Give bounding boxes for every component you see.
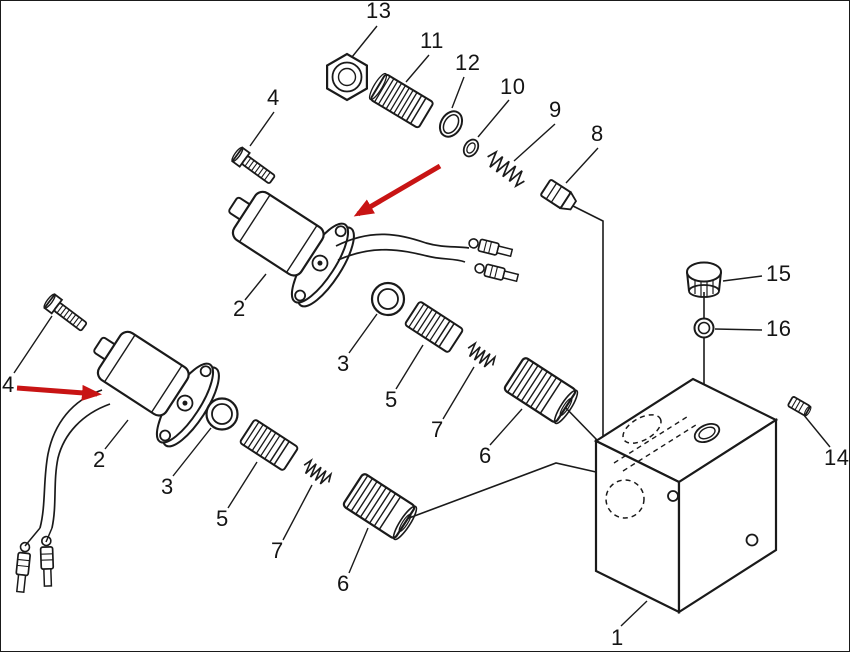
block-threaded-hole bbox=[693, 423, 721, 443]
o-ring-3-lower bbox=[205, 397, 239, 431]
part-label-1: 1 bbox=[611, 625, 624, 650]
connector-terminal-upper-1 bbox=[468, 238, 514, 258]
spring-7-lower bbox=[303, 458, 333, 485]
part-label-12: 12 bbox=[455, 50, 481, 75]
block-side-port bbox=[745, 533, 759, 547]
wire-harness-lower bbox=[15, 389, 111, 594]
part-label-16: 16 bbox=[766, 316, 792, 341]
part-label-11: 11 bbox=[420, 28, 444, 53]
block-hidden-port bbox=[605, 479, 645, 519]
part-label-2-upper: 2 bbox=[233, 296, 246, 321]
part-label-2-lower: 2 bbox=[93, 447, 106, 472]
part-label-14: 14 bbox=[824, 445, 850, 470]
connector-terminal-lower-1 bbox=[15, 541, 31, 594]
o-ring-3-mid bbox=[370, 281, 406, 317]
part-label-7-lower: 7 bbox=[271, 538, 284, 563]
block-hidden-bore bbox=[622, 414, 662, 444]
part-label-4-left: 4 bbox=[2, 372, 15, 397]
red-arrow-lower bbox=[16, 384, 102, 401]
threaded-fitting-11 bbox=[368, 72, 434, 129]
part-label-5-mid: 5 bbox=[385, 387, 398, 412]
plug-5-lower bbox=[239, 419, 299, 471]
bolt-4-upper bbox=[231, 146, 276, 184]
spring-7-mid bbox=[467, 341, 497, 368]
valve-8 bbox=[540, 179, 578, 211]
part-label-7-mid: 7 bbox=[431, 417, 444, 442]
bolt-4-left bbox=[43, 293, 88, 332]
plug-14 bbox=[787, 396, 812, 417]
part-label-9: 9 bbox=[549, 97, 562, 122]
part-label-5-lower: 5 bbox=[216, 506, 229, 531]
valve-block-1 bbox=[593, 377, 779, 615]
part-label-3-mid: 3 bbox=[337, 351, 350, 376]
connector-terminal-lower-2 bbox=[39, 535, 55, 587]
washer-10 bbox=[462, 138, 480, 158]
part-label-6-mid: 6 bbox=[479, 443, 492, 468]
connector-terminal-upper-2 bbox=[474, 263, 520, 283]
part-label-8: 8 bbox=[591, 121, 604, 146]
plug-6-mid bbox=[503, 357, 579, 425]
hex-nut-13 bbox=[326, 52, 368, 102]
block-front-port bbox=[667, 490, 679, 502]
o-ring-12 bbox=[438, 110, 464, 138]
plug-6-lower bbox=[342, 473, 418, 541]
part-label-6-lower: 6 bbox=[337, 571, 350, 596]
o-ring-16 bbox=[693, 317, 715, 339]
part-label-15: 15 bbox=[766, 261, 792, 286]
spring-9 bbox=[487, 149, 525, 189]
wire-harness-upper bbox=[335, 233, 520, 283]
red-arrow-upper bbox=[353, 163, 442, 217]
part-label-3-lower: 3 bbox=[161, 474, 174, 499]
plug-5-mid bbox=[404, 301, 464, 353]
solenoid-2-upper bbox=[228, 190, 355, 308]
solenoid-2-lower bbox=[93, 330, 220, 448]
part-label-4-upper: 4 bbox=[267, 85, 280, 110]
part-label-10: 10 bbox=[500, 74, 526, 99]
leader-lines bbox=[13, 25, 831, 627]
part-label-13: 13 bbox=[366, 0, 392, 23]
cap-plug-15 bbox=[686, 261, 722, 298]
